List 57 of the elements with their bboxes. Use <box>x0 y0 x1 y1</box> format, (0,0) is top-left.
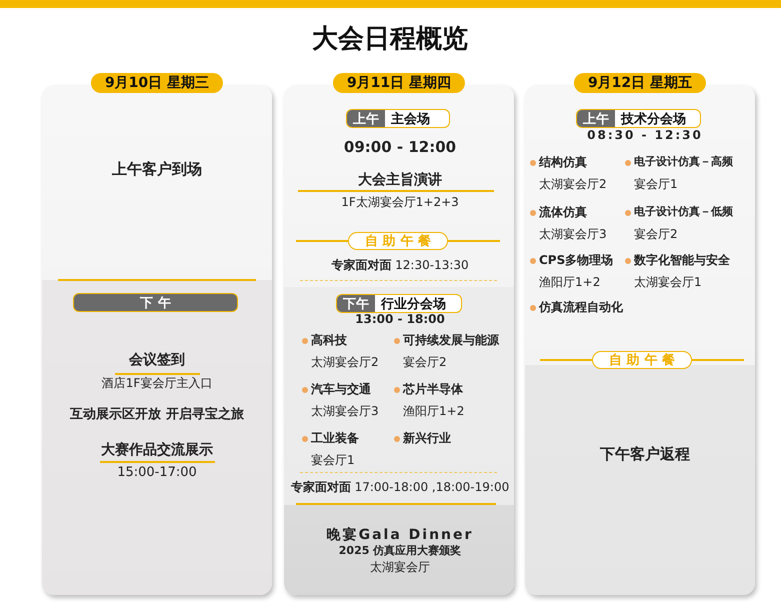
time-text: 13:00 - 18:00 <box>355 312 445 326</box>
venue-text: 1F太湖宴会厅1+2+3 <box>341 195 459 210</box>
time-tag: 下午 <box>337 295 375 312</box>
topic-item: 数字化智能与安全 <box>634 253 730 268</box>
venue-text: 太湖宴会厅 <box>370 560 430 574</box>
venue-text: 宴会厅2 <box>403 355 447 370</box>
session-title: 行业分会场 <box>380 296 447 312</box>
session-heading: 下午客户返程 <box>600 445 690 463</box>
time-text: 08:30 - 12:30 <box>587 128 703 142</box>
venue-text: 宴会厅2 <box>634 227 678 242</box>
topic-item: 可持续发展与能源 <box>403 333 499 348</box>
date-badge: 9月10日 星期三 <box>90 73 224 93</box>
topic-item: 汽车与交通 <box>311 382 371 396</box>
venue-text: 太湖宴会厅2 <box>311 355 379 370</box>
venue-text: 太湖宴会厅1 <box>634 275 702 290</box>
date-badge: 9月11日 星期四 <box>332 73 466 93</box>
topic-item: 流体仿真 <box>539 205 587 220</box>
session-tag <box>346 109 450 128</box>
topic-item: 高科技 <box>311 333 347 348</box>
session-title: 技术分会场 <box>620 110 687 127</box>
afternoon-tag: 下 午 <box>73 293 238 312</box>
session-heading: 上午客户到场 <box>112 160 202 178</box>
venue-text: 太湖宴会厅3 <box>311 404 379 418</box>
venue-text: 渔阳厅1+2 <box>539 275 600 290</box>
session-title: 主会场 <box>390 110 431 127</box>
venue-text: 渔阳厅1+2 <box>403 404 464 418</box>
topic-item: 工业装备 <box>311 431 359 446</box>
session-heading: 大会主旨演讲 <box>358 172 442 189</box>
venue-text: 太湖宴会厅2 <box>539 177 607 192</box>
lunch-tag: 自 助 午 餐 <box>592 351 692 369</box>
time-tag: 上午 <box>347 110 385 127</box>
time-text: 09:00 - 12:00 <box>344 138 456 156</box>
topic-item: 仿真流程自动化 <box>539 300 623 314</box>
topic-item: 芯片半导体 <box>403 382 463 396</box>
time-tag: 上午 <box>577 110 615 127</box>
session-tag <box>336 294 462 313</box>
session-text: 专家面对面 17:00-18:00 ,18:00-19:00 <box>290 480 510 494</box>
session-heading: 大赛作品交流展示 <box>101 442 213 459</box>
topic-item: CPS多物理场 <box>539 253 614 268</box>
time-text: 15:00-17:00 <box>117 465 197 481</box>
session-text: 专家面对面 12:30-13:30 <box>331 258 469 272</box>
venue-text: 酒店1F宴会厅主入口 <box>102 376 212 390</box>
session-tag <box>576 109 701 128</box>
venue-text: 宴会厅1 <box>311 453 355 468</box>
lunch-tag: 自 助 午 餐 <box>348 232 448 250</box>
venue-text: 太湖宴会厅3 <box>539 227 607 242</box>
session-heading: 晚宴Gala Dinner <box>326 527 474 544</box>
topic-item: 新兴行业 <box>403 431 451 446</box>
session-heading: 互动展示区开放 开启寻宝之旅 <box>70 407 244 423</box>
topic-item: 电子设计仿真－低频 <box>634 205 733 218</box>
topic-item: 结构仿真 <box>539 155 587 170</box>
venue-text: 宴会厅1 <box>634 177 678 192</box>
topic-item: 电子设计仿真－高频 <box>634 155 733 168</box>
page-title: 大会日程概览 <box>312 24 468 56</box>
session-heading: 会议签到 <box>129 352 185 369</box>
date-badge: 9月12日 星期五 <box>574 73 706 93</box>
session-heading: 2025 仿真应用大赛颁奖 <box>338 544 462 558</box>
